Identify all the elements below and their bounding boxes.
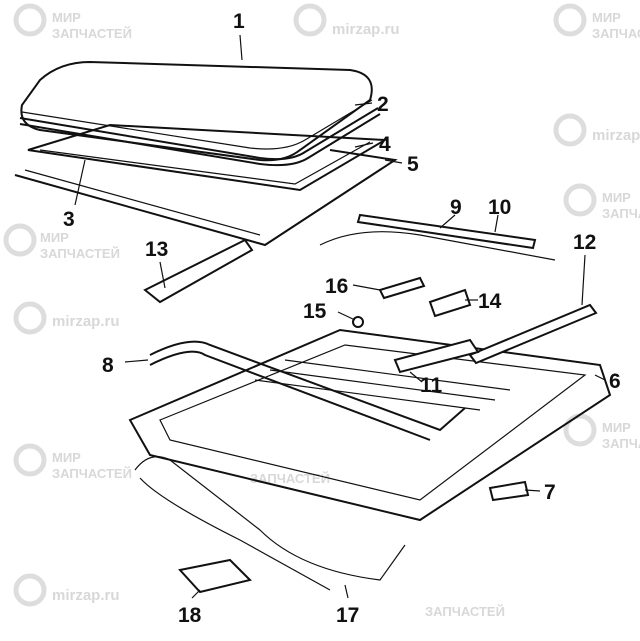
callout-3: 3 <box>63 208 75 231</box>
svg-text:ЗАПЧАСТЕЙ: ЗАПЧАСТЕЙ <box>425 604 505 619</box>
callout-11: 11 <box>420 374 443 397</box>
callout-4: 4 <box>379 133 391 156</box>
svg-text:ЗАПЧАСТЕЙ: ЗАПЧАСТЕЙ <box>250 471 330 486</box>
svg-text:ЗАПЧАСТЕЙ: ЗАПЧАСТЕЙ <box>592 26 640 41</box>
leader-lines <box>74 34 606 599</box>
callout-14: 14 <box>478 290 502 313</box>
sunroof-glass-panel <box>20 60 373 162</box>
svg-text:МИР: МИР <box>602 190 631 205</box>
callout-7: 7 <box>544 481 556 504</box>
bracket-11 <box>393 338 480 374</box>
callout-13: 13 <box>145 238 168 261</box>
rail-12 <box>468 303 598 365</box>
svg-text:mirzap.ru: mirzap.ru <box>52 587 120 604</box>
callout-5: 5 <box>407 153 419 176</box>
svg-text:МИР: МИР <box>40 230 69 245</box>
guide-rail-8 <box>149 340 466 441</box>
callout-9: 9 <box>450 196 462 219</box>
deflector <box>319 213 556 261</box>
callout-15: 15 <box>303 300 327 323</box>
callout-16: 16 <box>325 275 348 298</box>
svg-text:mirzap.ru: mirzap.ru <box>332 21 400 38</box>
sunroof-housing-frame <box>128 328 612 522</box>
roof-panel <box>14 149 398 247</box>
svg-text:ЗАПЧАСТЕЙ: ЗАПЧАСТЕЙ <box>602 436 640 451</box>
small-parts <box>352 276 530 502</box>
cables-and-motor <box>134 456 406 594</box>
svg-text:МИР: МИР <box>592 10 621 25</box>
svg-text:ЗАПЧАСТЕЙ: ЗАПЧАСТЕЙ <box>40 246 120 261</box>
callout-18: 18 <box>178 604 202 627</box>
callout-17: 17 <box>336 604 359 627</box>
glass-seal <box>19 107 381 167</box>
callout-10: 10 <box>488 196 511 219</box>
callout-labels: 1 2 3 4 5 6 7 8 9 10 11 12 13 14 15 16 1… <box>63 10 621 627</box>
svg-text:ЗАПЧАСТЕЙ: ЗАПЧАСТЕЙ <box>52 26 132 41</box>
bracket-13 <box>143 238 254 304</box>
svg-text:ЗАПЧАСТЕЙ: ЗАПЧАСТЕЙ <box>602 206 640 221</box>
svg-text:МИР: МИР <box>602 420 631 435</box>
callout-2: 2 <box>377 93 389 116</box>
svg-text:ЗАПЧАСТЕЙ: ЗАПЧАСТЕЙ <box>52 466 132 481</box>
svg-text:МИР: МИР <box>52 450 81 465</box>
svg-text:mirzap.ru: mirzap.ru <box>592 127 640 144</box>
callout-8: 8 <box>102 354 114 377</box>
svg-text:mirzap.ru: mirzap.ru <box>52 313 120 330</box>
svg-text:МИР: МИР <box>52 10 81 25</box>
callout-6: 6 <box>609 370 621 393</box>
callout-1: 1 <box>233 10 245 33</box>
glass-frame <box>27 123 389 192</box>
callout-12: 12 <box>573 231 596 254</box>
